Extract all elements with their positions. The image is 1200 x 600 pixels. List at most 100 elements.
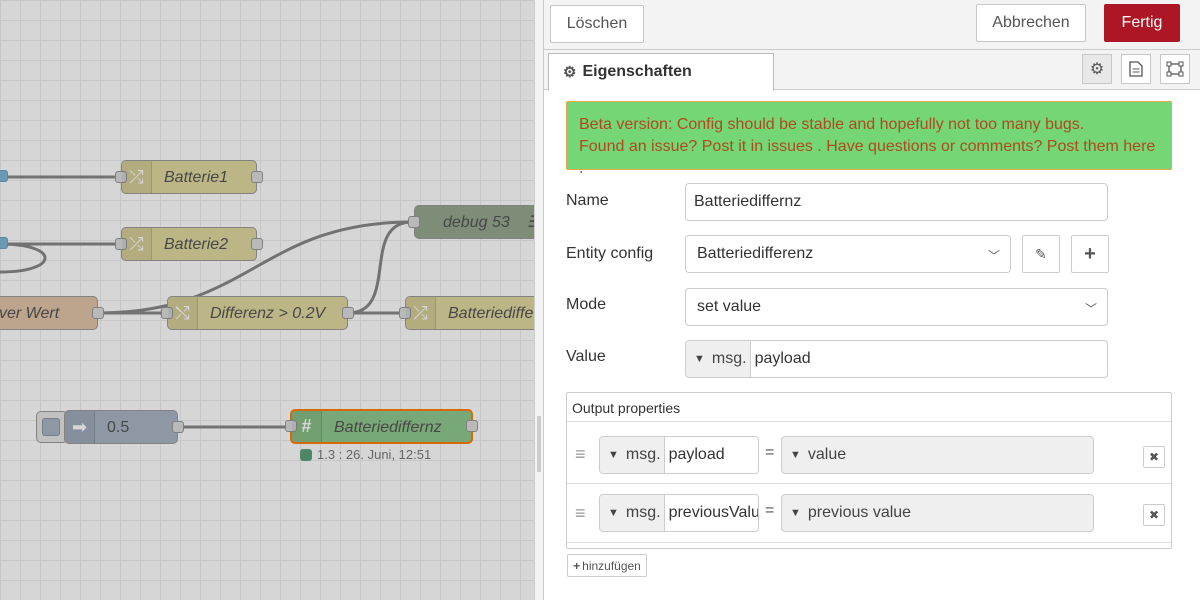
tray-tabs: ⚙ Eigenschaften ⚙ [544, 50, 1200, 91]
shuffle-icon: ⤮ [122, 161, 152, 193]
entity-config-label: Entity config [566, 245, 654, 262]
delete-button[interactable]: Löschen [550, 5, 644, 43]
mode-value: set value [697, 298, 762, 315]
node-port[interactable] [408, 216, 420, 228]
node-port[interactable] [251, 171, 263, 183]
mode-select[interactable]: set value ﹀ [685, 288, 1108, 326]
node-inject[interactable]: ➡ 0.5 [64, 410, 184, 444]
add-entity-button[interactable]: + [1071, 235, 1109, 273]
node-batterie1[interactable]: ⤮ Batterie1 [115, 160, 263, 194]
value-typed-input[interactable]: ▼ msg. payload [685, 340, 1108, 378]
output-property-value[interactable]: payload [668, 446, 725, 463]
shuffle-icon: ⤮ [406, 297, 436, 329]
output-type-select[interactable]: ▼ msg. [600, 495, 665, 531]
output-property-input[interactable]: ▼ msg. payload [599, 436, 759, 474]
output-row: ≡ ▼ msg. payload = ▼ value ✖ [567, 426, 1171, 484]
caret-down-icon: ▼ [608, 449, 619, 461]
output-row: ≡ ▼ msg. previousValue = ▼ previous valu… [567, 485, 1171, 543]
node-port[interactable] [161, 307, 173, 319]
output-value-select[interactable]: ▼ value [781, 436, 1094, 474]
node-port[interactable] [115, 238, 127, 250]
output-type-select[interactable]: ▼ msg. [600, 437, 665, 473]
output-value-label: previous value [807, 504, 912, 521]
inject-button[interactable] [36, 411, 68, 443]
document-icon [1129, 61, 1143, 77]
node-status: 1.3 : 26. Juni, 12:51 [300, 447, 431, 462]
node-differenz[interactable]: ⤭ Differenz > 0.2V [161, 296, 354, 330]
value-type-label: msg. [711, 350, 747, 367]
node-port[interactable] [115, 171, 127, 183]
node-port[interactable] [92, 307, 104, 319]
drag-handle-icon[interactable]: ≡ [575, 503, 586, 523]
equals-sign: = [765, 444, 775, 461]
add-output-label: hinzufügen [582, 558, 641, 573]
output-type-label: msg. [625, 446, 661, 463]
tray-toolbar: Löschen Abbrechen Fertig [544, 0, 1200, 50]
settings-tab-button[interactable]: ⚙ [1082, 54, 1112, 84]
caret-down-icon: ▼ [694, 353, 705, 365]
node-port[interactable] [0, 170, 8, 182]
splitter-grip[interactable] [537, 416, 541, 472]
equals-sign: = [765, 502, 775, 519]
tab-properties-label: Eigenschaften [582, 63, 692, 80]
node-label: ver Wert [0, 305, 60, 322]
close-icon: ✖ [1148, 450, 1160, 464]
node-port[interactable] [466, 420, 478, 432]
status-text: 1.3 : 26. Juni, 12:51 [317, 447, 432, 462]
node-debug[interactable]: debug 53 ☰ [408, 205, 540, 239]
node-port[interactable] [285, 420, 297, 432]
edit-entity-button[interactable]: ✎ [1022, 235, 1060, 273]
node-port[interactable] [0, 237, 8, 249]
output-property-input[interactable]: ▼ msg. previousValue [599, 494, 759, 532]
description-tab-button[interactable] [1121, 54, 1151, 84]
node-port[interactable] [399, 307, 411, 319]
drag-handle-icon[interactable]: ≡ [575, 444, 586, 464]
node-port[interactable] [251, 238, 263, 250]
appearance-tab-button[interactable] [1160, 54, 1190, 84]
caret-down-icon: ▼ [608, 507, 619, 519]
output-properties-title: Output properties [567, 393, 1171, 422]
value-input[interactable]: payload [754, 350, 811, 367]
gear-icon: ⚙ [563, 64, 577, 81]
mode-label: Mode [566, 296, 607, 313]
hash-icon: # [292, 411, 322, 442]
pencil-icon: ✎ [1035, 245, 1047, 262]
chevron-down-icon: ﹀ [1084, 302, 1097, 316]
value-type-select[interactable]: ▼ msg. [686, 341, 751, 377]
output-value-select[interactable]: ▼ previous value [781, 494, 1094, 532]
flow-workspace[interactable]: ⤮ Batterie1 ⤮ Batterie2 ver Wert ⤭ Diffe… [0, 0, 540, 600]
entity-config-select[interactable]: Batteriedifferenz ﹀ [685, 235, 1011, 273]
node-label: Batterie2 [164, 236, 229, 253]
beta-notice-line2: Found an issue? Post it in issues . Have… [579, 138, 1156, 177]
remove-row-button[interactable]: ✖ [1143, 446, 1165, 468]
output-property-value[interactable]: previousValue [668, 504, 758, 521]
inject-button-square [42, 418, 60, 436]
remove-row-button[interactable]: ✖ [1143, 504, 1165, 526]
node-batteriediffe[interactable]: ⤮ Batteriediffe [399, 296, 540, 330]
node-label: Batteriediffernz [334, 419, 442, 436]
value-label: Value [566, 348, 606, 365]
output-value-label: value [807, 446, 847, 463]
shuffle-icon: ⤮ [122, 228, 152, 260]
tray-splitter[interactable] [534, 0, 544, 600]
name-label: Name [566, 192, 609, 209]
tab-properties[interactable]: ⚙ Eigenschaften [548, 53, 774, 91]
node-batterie2[interactable]: ⤮ Batterie2 [115, 227, 263, 261]
close-icon: ✖ [1148, 508, 1160, 522]
chevron-down-icon: ﹀ [987, 249, 1000, 263]
add-output-button[interactable]: + hinzufügen [567, 554, 647, 577]
plus-icon: + [573, 558, 581, 573]
name-input[interactable]: Batteriediffernz [685, 183, 1108, 221]
frame-icon [1166, 61, 1184, 77]
node-label: debug 53 [443, 214, 510, 231]
beta-notice-line1: Beta version: Config should be stable an… [579, 116, 1085, 133]
beta-notice: Beta version: Config should be stable an… [566, 101, 1172, 177]
output-type-label: msg. [625, 504, 661, 521]
node-port[interactable] [342, 307, 354, 319]
node-neuer-wert[interactable]: ver Wert [0, 296, 104, 330]
node-batteriediffernz[interactable]: # Batteriediffernz [285, 409, 478, 444]
flow-wires [0, 175, 413, 429]
cancel-button[interactable]: Abbrechen [976, 4, 1086, 42]
done-button[interactable]: Fertig [1104, 4, 1180, 42]
node-port[interactable] [172, 421, 184, 433]
